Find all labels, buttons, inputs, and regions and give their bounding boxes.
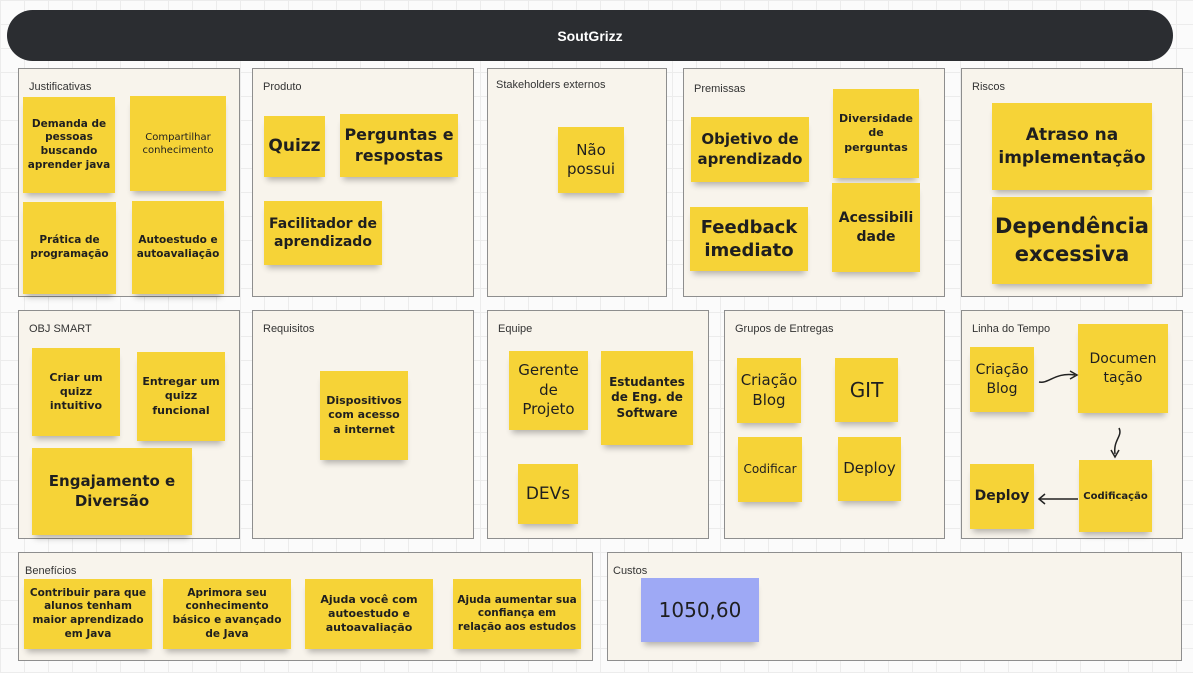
sticky-note[interactable]: Gerente de Projeto [509, 351, 588, 430]
panel-title: OBJ SMART [29, 323, 92, 335]
sticky-note[interactable]: Criação Blog [737, 358, 801, 423]
sticky-note[interactable]: Dispositivos com acesso a internet [320, 371, 408, 460]
panel-title: Equipe [498, 323, 533, 335]
sticky-note[interactable]: DEVs [518, 464, 578, 524]
sticky-note[interactable]: Deploy [970, 464, 1034, 529]
sticky-note[interactable]: Codificação [1079, 460, 1152, 532]
panel-title: Stakeholders externos [496, 79, 606, 91]
sticky-note[interactable]: Engajamento e Diversão [32, 448, 192, 535]
sticky-note[interactable]: Entregar um quizz funcional [137, 352, 225, 441]
sticky-note[interactable]: Compartilhar conhecimento [130, 96, 226, 191]
panel-beneficios: Benefícios Contribuir para que alunos te… [18, 552, 593, 661]
panel-title: Premissas [694, 83, 746, 95]
cost-value-note[interactable]: 1050,60 [641, 578, 759, 642]
panel-title: Produto [263, 81, 302, 93]
panel-title: Benefícios [25, 565, 77, 577]
sticky-note[interactable]: Criar um quizz intuitivo [32, 348, 120, 436]
sticky-note[interactable]: Demanda de pessoas buscando aprender jav… [23, 97, 115, 193]
sticky-note[interactable]: GIT [835, 358, 898, 422]
sticky-note[interactable]: Facilitador de aprendizado [264, 201, 382, 265]
panel-premissas: Premissas Objetivo de aprendizado Divers… [683, 68, 945, 297]
panel-title: Requisitos [263, 323, 315, 335]
panel-riscos: Riscos Atraso na implementação Dependênc… [961, 68, 1183, 297]
panel-stakeholders: Stakeholders externos Não possui [487, 68, 667, 297]
sticky-note[interactable]: Deploy [838, 437, 901, 501]
sticky-note[interactable]: Perguntas e respostas [340, 114, 458, 177]
panel-obj-smart: OBJ SMART Criar um quizz intuitivo Entre… [18, 310, 240, 539]
sticky-note[interactable]: Acessibili dade [832, 183, 920, 272]
sticky-note[interactable]: Diversidade de perguntas [833, 89, 919, 178]
sticky-note[interactable]: Aprimora seu conhecimento básico e avanç… [163, 579, 291, 649]
sticky-note[interactable]: Codificar [738, 437, 802, 502]
timeline-arrow-icon [1037, 493, 1078, 505]
timeline-arrow-icon [1110, 427, 1121, 459]
sticky-note[interactable]: Feedback imediato [690, 207, 808, 271]
board-title: SoutGrizz [7, 10, 1173, 61]
panel-linha-do-tempo: Linha do Tempo Criação Blog Documen taçã… [961, 310, 1183, 539]
sticky-note[interactable]: Dependência excessiva [992, 197, 1152, 284]
sticky-note[interactable]: Autoestudo e autoavaliação [132, 201, 224, 294]
panel-justificativas: Justificativas Demanda de pessoas buscan… [18, 68, 240, 297]
panel-grupos-de-entregas: Grupos de Entregas Criação Blog GIT Codi… [724, 310, 945, 539]
panel-equipe: Equipe Gerente de Projeto Estudantes de … [487, 310, 709, 539]
sticky-note[interactable]: Estudantes de Eng. de Software [601, 351, 693, 445]
timeline-arrow-icon [1038, 370, 1079, 383]
sticky-note[interactable]: Quizz [264, 116, 325, 177]
sticky-note[interactable]: Atraso na implementação [992, 103, 1152, 190]
panel-title: Grupos de Entregas [735, 323, 834, 335]
panel-title: Linha do Tempo [972, 323, 1051, 335]
panel-custos: Custos 1050,60 [607, 552, 1182, 661]
panel-title: Custos [613, 565, 648, 577]
sticky-note[interactable]: Criação Blog [970, 347, 1034, 412]
sticky-note[interactable]: Contribuir para que alunos tenham maior … [24, 579, 152, 649]
panel-title: Riscos [972, 81, 1006, 93]
panel-produto: Produto Quizz Perguntas e respostas Faci… [252, 68, 474, 297]
sticky-note[interactable]: Ajuda aumentar sua confiança em relação … [453, 579, 581, 649]
sticky-note[interactable]: Documen tação [1078, 324, 1168, 413]
sticky-note[interactable]: Objetivo de aprendizado [691, 117, 809, 182]
sticky-note[interactable]: Prática de programação [23, 202, 116, 294]
panel-requisitos: Requisitos Dispositivos com acesso a int… [252, 310, 474, 539]
sticky-note[interactable]: Ajuda você com autoestudo e autoavaliaçã… [305, 579, 433, 649]
sticky-note[interactable]: Não possui [558, 127, 624, 193]
panel-title: Justificativas [29, 81, 92, 93]
